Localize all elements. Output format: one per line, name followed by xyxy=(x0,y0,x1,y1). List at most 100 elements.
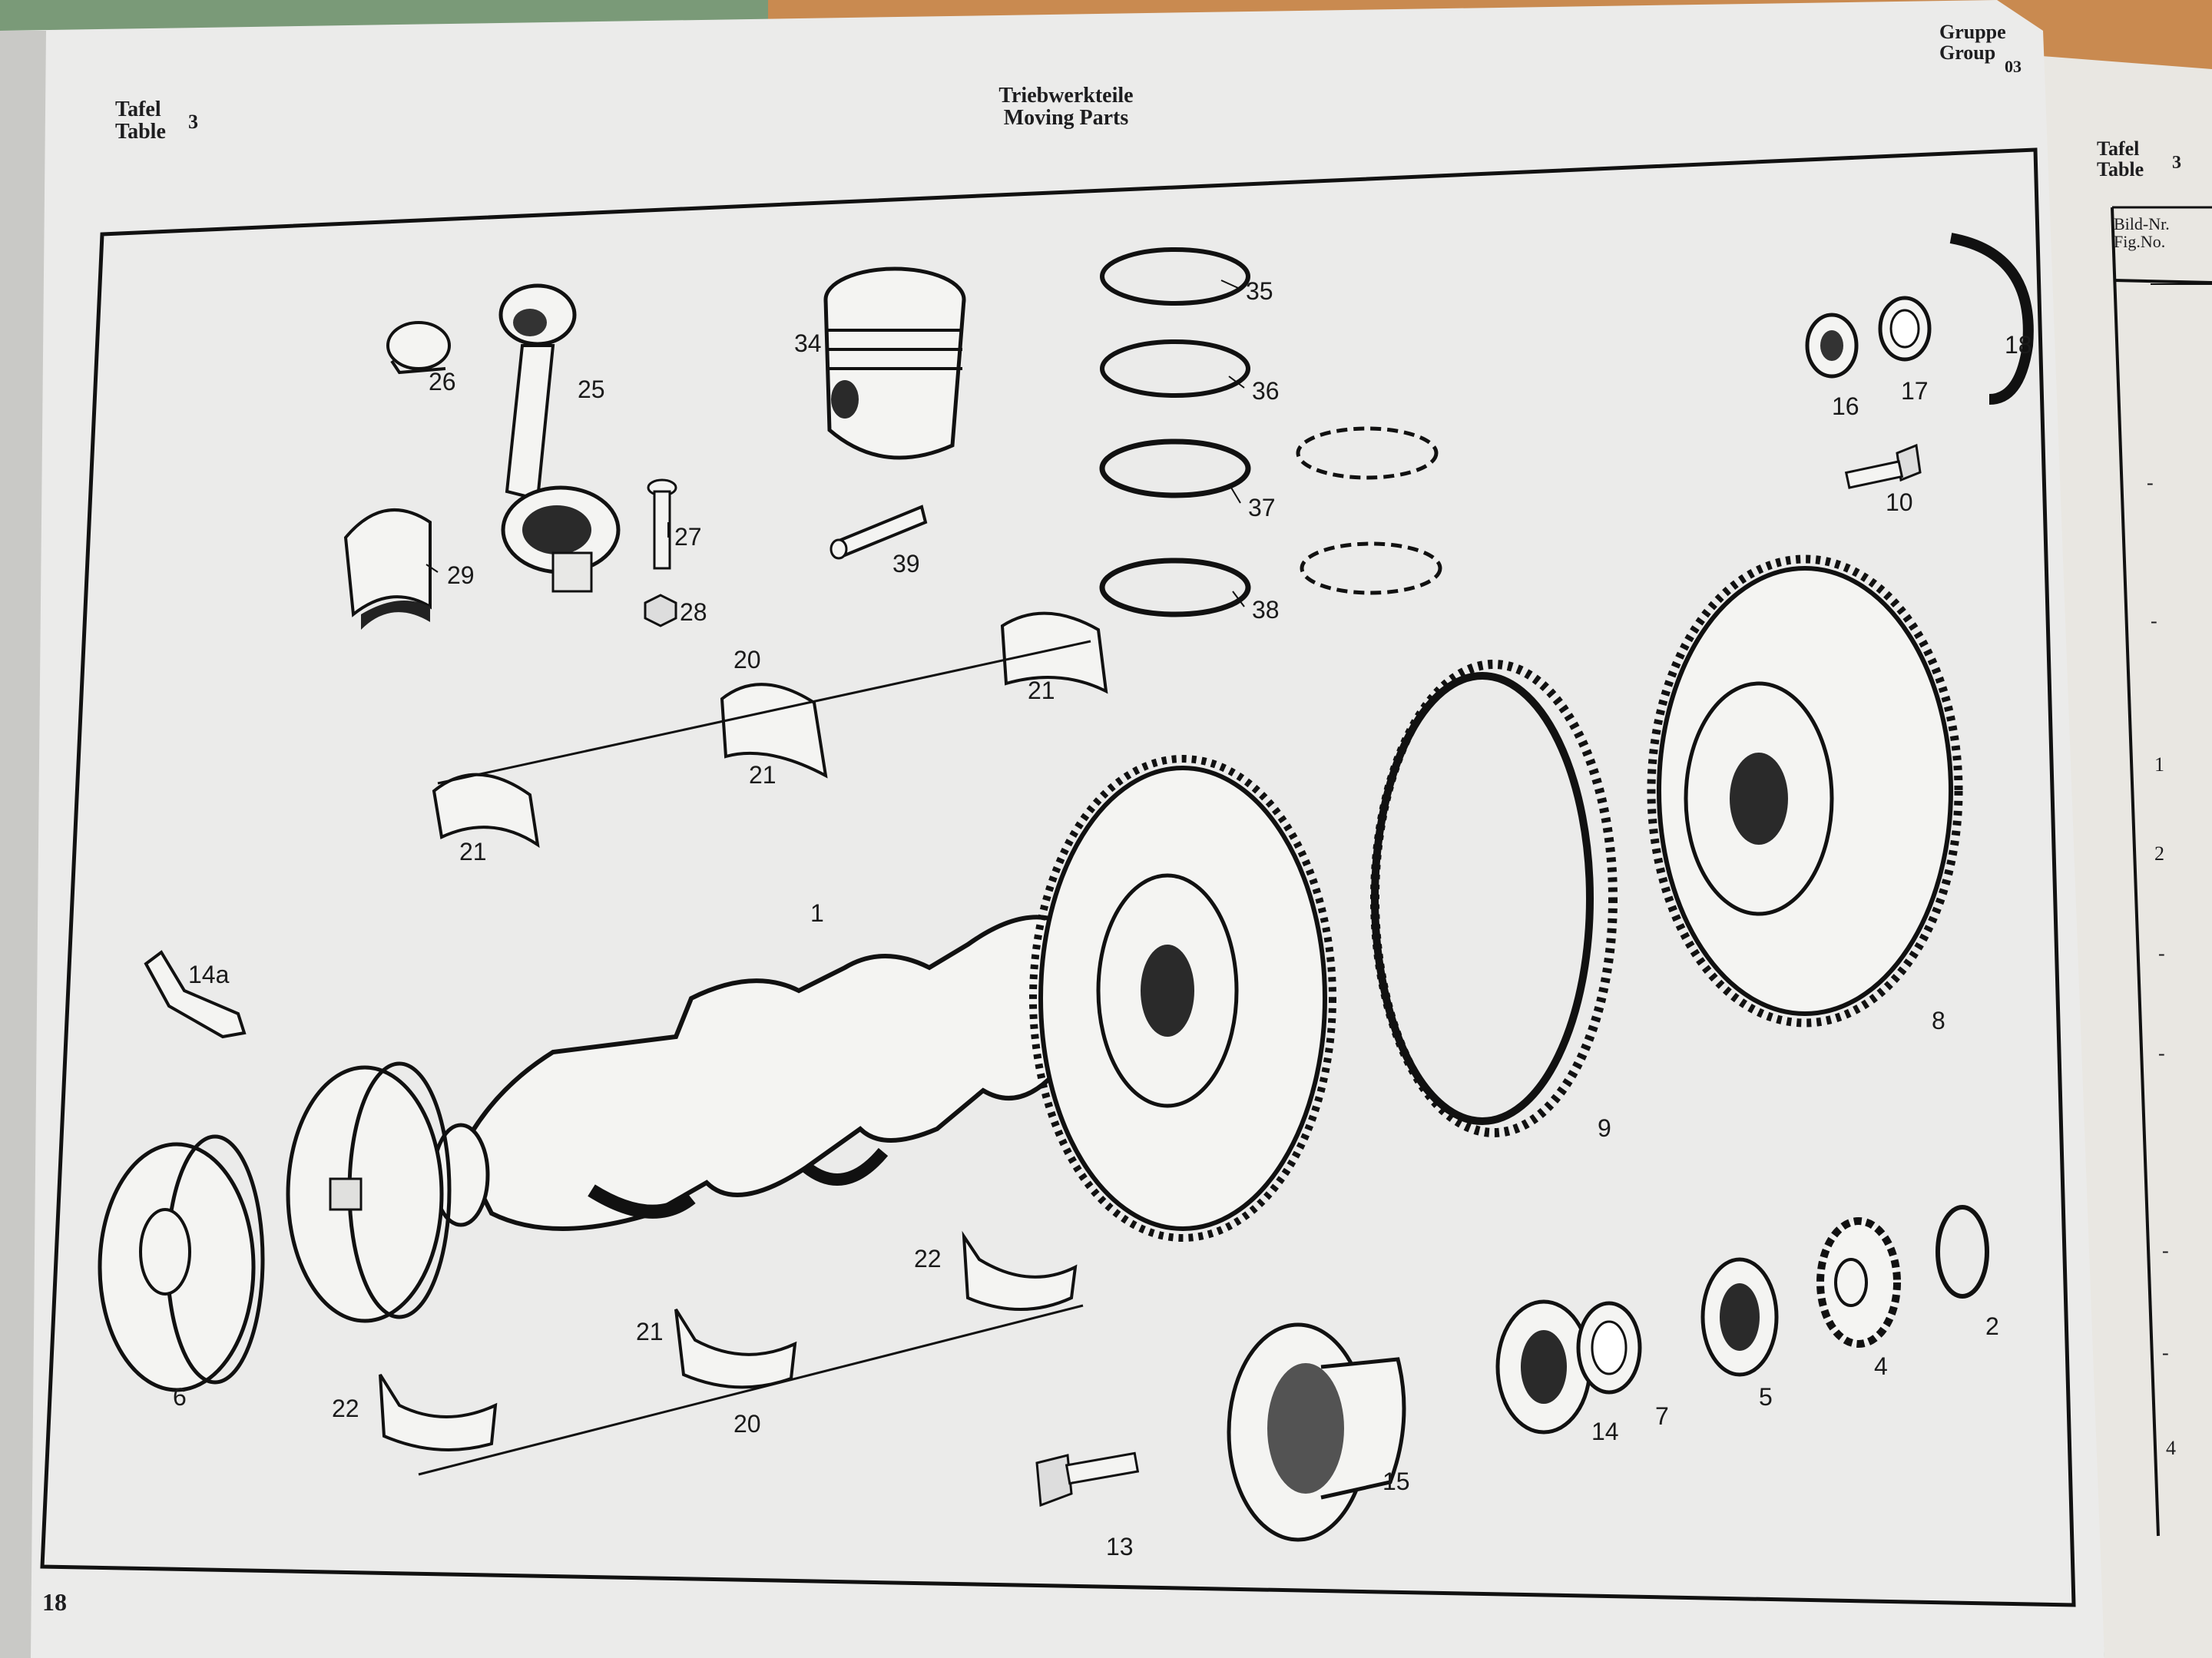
part-25-connecting-rod xyxy=(498,283,621,593)
tafel-label-en: Table xyxy=(115,120,166,144)
leader-lines xyxy=(426,280,1245,607)
part-37-piston-ring-set xyxy=(1099,426,1439,498)
right-tafel-de: Tafel xyxy=(2097,137,2140,160)
page-title: Triebwerkteile Moving Parts xyxy=(974,84,1158,130)
callout-4: 4 xyxy=(1874,1352,1888,1380)
fig-no-6: - xyxy=(2162,1239,2169,1262)
part-34-piston xyxy=(823,266,966,460)
fig-header-en: Fig.No. xyxy=(2114,232,2166,252)
callout-22-b: 22 xyxy=(332,1395,359,1422)
fig-no-3: 2 xyxy=(2154,842,2164,865)
callout-7: 7 xyxy=(1655,1402,1669,1430)
vibration-damper xyxy=(286,1061,452,1323)
callout-14a: 14a xyxy=(188,961,230,988)
part-13-bolt xyxy=(1035,1451,1140,1507)
main-bearing-shells-upper xyxy=(432,611,1108,849)
gruppe-number: 03 xyxy=(2005,57,2022,76)
callout-17: 17 xyxy=(1901,377,1929,405)
part-35-piston-ring xyxy=(1100,247,1250,306)
part-26-bushing xyxy=(386,321,451,375)
callout-2: 2 xyxy=(1985,1312,1999,1340)
right-tafel-en: Table xyxy=(2097,158,2144,181)
right-page xyxy=(2012,54,2212,1658)
fig-no-header: Bild-Nr. Fig.No. xyxy=(2114,215,2170,250)
part-7-seal xyxy=(1576,1301,1642,1395)
callout-20-upper: 20 xyxy=(733,646,761,673)
part-18-thrust-washer xyxy=(1949,233,2034,405)
callout-20-lower: 20 xyxy=(733,1410,761,1438)
tafel-number: 3 xyxy=(188,111,198,133)
part-29-bearing-shell xyxy=(343,508,432,630)
callout-13: 13 xyxy=(1106,1533,1134,1560)
fig-header-de: Bild-Nr. xyxy=(2114,214,2170,233)
callout-21-d: 21 xyxy=(636,1318,664,1345)
callout-8: 8 xyxy=(1932,1007,1945,1034)
part-27-bolt xyxy=(647,478,677,570)
part-5-seal xyxy=(1700,1257,1779,1377)
callout-5: 5 xyxy=(1759,1383,1773,1411)
page-stack-edge xyxy=(0,31,46,1658)
part-10-bolt xyxy=(1844,443,1922,489)
part-6-pulley xyxy=(98,1134,265,1392)
part-2-ring xyxy=(1936,1205,1989,1299)
callout-22-a: 22 xyxy=(914,1245,942,1272)
callout-36: 36 xyxy=(1252,377,1280,405)
part-36-piston-ring xyxy=(1100,339,1250,398)
callout-35: 35 xyxy=(1246,277,1273,305)
crank-flywheel xyxy=(1029,755,1336,1242)
callout-29: 29 xyxy=(447,561,475,589)
callout-21-b: 21 xyxy=(749,761,777,789)
gruppe-label-de: Gruppe xyxy=(1939,21,2006,43)
fig-no-0: - xyxy=(2147,472,2154,494)
callout-16: 16 xyxy=(1832,392,1859,420)
part-39-piston-pin xyxy=(830,505,928,560)
fig-no-5: - xyxy=(2158,1042,2165,1064)
callout-18: 18 xyxy=(2005,331,2032,359)
callout-26: 26 xyxy=(429,368,456,395)
part-14-seal xyxy=(1495,1299,1592,1435)
main-bearing-shells-lower xyxy=(379,1230,1084,1476)
callout-34: 34 xyxy=(794,329,822,357)
callout-39: 39 xyxy=(892,550,920,577)
callout-37: 37 xyxy=(1248,494,1276,521)
fig-no-4: - xyxy=(2158,942,2165,965)
callout-27: 27 xyxy=(674,523,702,551)
gruppe-label-en: Group xyxy=(1939,41,1996,65)
part-38-piston-ring-set xyxy=(1099,541,1442,617)
fig-no-7: - xyxy=(2162,1342,2169,1364)
fig-number-column xyxy=(2111,206,2212,1537)
callout-6: 6 xyxy=(173,1383,187,1411)
right-tafel-number: 3 xyxy=(2172,153,2181,173)
fig-no-2: 1 xyxy=(2154,753,2164,776)
callout-28: 28 xyxy=(680,598,707,626)
callout-labels: 1 2 4 5 6 7 8 9 10 13 14 14a 15 16 17 18… xyxy=(173,277,2032,1560)
callout-38: 38 xyxy=(1252,596,1280,624)
part-17-ring xyxy=(1878,296,1932,362)
part-9-ring-gear xyxy=(1370,660,1618,1137)
part-28-nut xyxy=(644,594,677,627)
gruppe-label: Gruppe Group xyxy=(1939,22,2006,64)
callout-21-a: 21 xyxy=(1028,677,1055,704)
callout-14: 14 xyxy=(1591,1418,1619,1445)
callout-25: 25 xyxy=(578,376,605,403)
tafel-label-de: Tafel xyxy=(115,98,161,121)
fig-no-1: - xyxy=(2151,610,2157,632)
part-8-flywheel xyxy=(1647,554,1963,1028)
callout-15: 15 xyxy=(1382,1468,1410,1495)
part-15-hub xyxy=(1227,1322,1406,1542)
callout-21-c: 21 xyxy=(459,838,487,865)
tafel-label: Tafel Table xyxy=(115,98,166,144)
title-de: Triebwerkteile xyxy=(998,84,1134,108)
fig-no-8: 4 xyxy=(2166,1437,2176,1459)
part-16-bearing xyxy=(1805,313,1859,379)
diagram-frame xyxy=(40,147,2076,1607)
callout-9: 9 xyxy=(1598,1114,1611,1142)
right-tafel-label: Tafel Table xyxy=(2097,138,2144,180)
title-en: Moving Parts xyxy=(1003,106,1129,131)
part-4-sprocket xyxy=(1816,1217,1901,1348)
callout-10: 10 xyxy=(1886,488,1913,516)
page-number: 18 xyxy=(42,1588,67,1616)
part-14a-bracket xyxy=(144,950,247,1039)
callout-1: 1 xyxy=(810,899,824,927)
